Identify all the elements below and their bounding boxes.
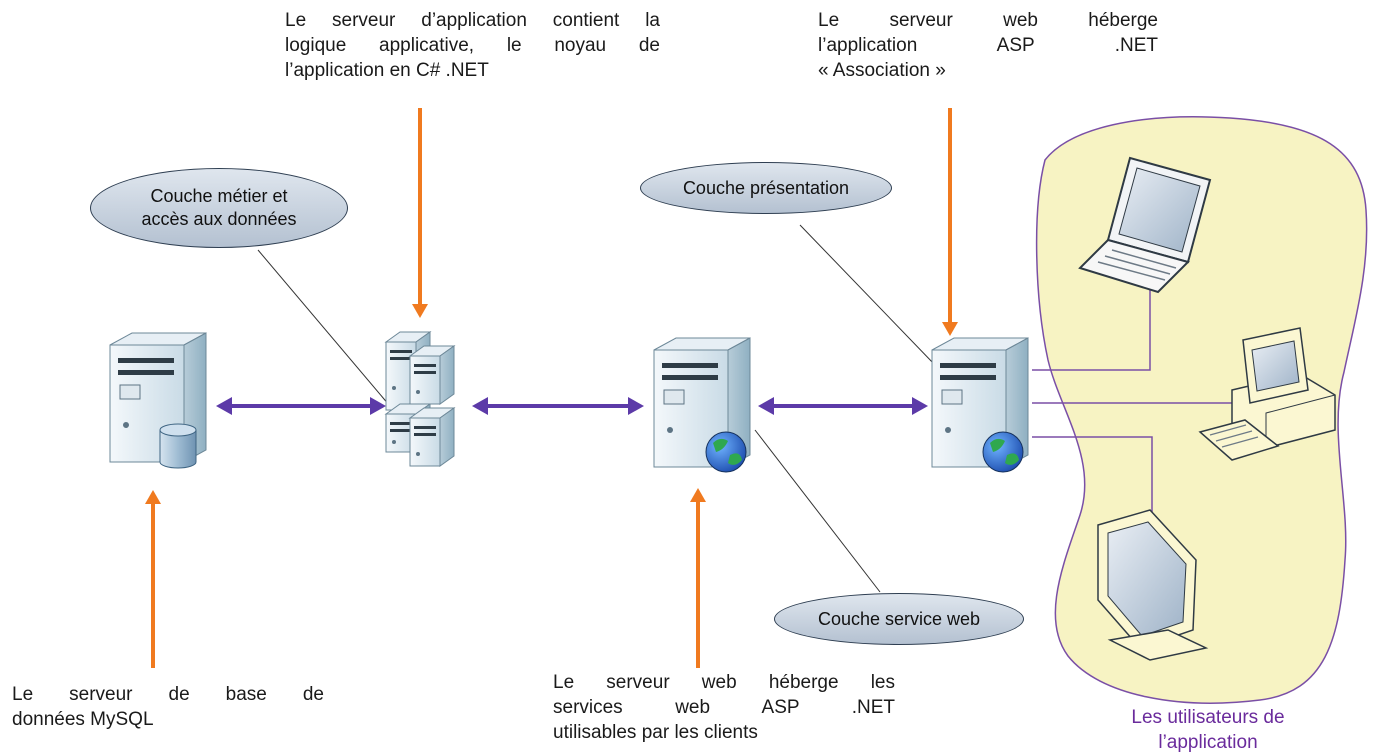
web-services-server-icon [653, 337, 751, 473]
users-label: Les utilisateurs de l’application [1088, 705, 1328, 755]
presentation-layer-bubble: Couche présentation [640, 162, 892, 214]
callout-line-business [257, 249, 396, 413]
users-label-line-1: Les utilisateurs de [1131, 707, 1285, 728]
web-services-note-line-1: Le serveur web héberge les [553, 672, 895, 693]
callout-line-presentation [799, 224, 936, 366]
web-app-server-note: Le serveur web héberge l’application ASP… [818, 8, 1158, 83]
orange-arrows [145, 108, 958, 668]
users-label-line-2: l’application [1158, 732, 1258, 753]
business-layer-line-2: accès aux données [141, 209, 297, 229]
laptop-icon [1078, 156, 1212, 294]
monitor-icon [1097, 509, 1209, 661]
presentation-layer-label: Couche présentation [682, 177, 850, 198]
web-app-server-note-line-1: Le serveur web héberge [818, 10, 1158, 31]
client-links [1032, 285, 1232, 515]
web-services-note: Le serveur web héberge les services web … [553, 670, 895, 745]
callout-line-webservice [754, 429, 881, 593]
web-application-server-icon [931, 337, 1029, 473]
database-server-icon [109, 332, 207, 469]
app-server-note-line-1: Le serveur d’application contient la [285, 10, 660, 31]
app-server-note: Le serveur d’application contient la log… [285, 8, 660, 83]
web-services-note-line-3: utilisables par les clients [553, 722, 758, 743]
web-service-layer-bubble: Couche service web [774, 593, 1024, 645]
desktop-computer-icon [1198, 327, 1336, 461]
purple-arrows [216, 397, 928, 415]
db-server-note-line-1: Le serveur de base de [12, 684, 324, 705]
web-services-note-line-2: services web ASP .NET [553, 697, 895, 718]
application-server-cluster-icon [384, 331, 456, 467]
db-server-note: Le serveur de base de données MySQL [12, 682, 324, 732]
business-layer-bubble: Couche métier et accès aux données [90, 168, 348, 248]
app-server-note-line-3: l’application en C# .NET [285, 60, 489, 81]
web-service-layer-label: Couche service web [817, 608, 981, 629]
db-server-note-line-2: données MySQL [12, 709, 154, 730]
business-layer-line-1: Couche métier et [150, 186, 288, 206]
app-server-note-line-2: logique applicative, le noyau de [285, 35, 660, 56]
web-app-server-note-line-3: « Association » [818, 60, 946, 81]
web-app-server-note-line-2: l’application ASP .NET [818, 35, 1158, 56]
